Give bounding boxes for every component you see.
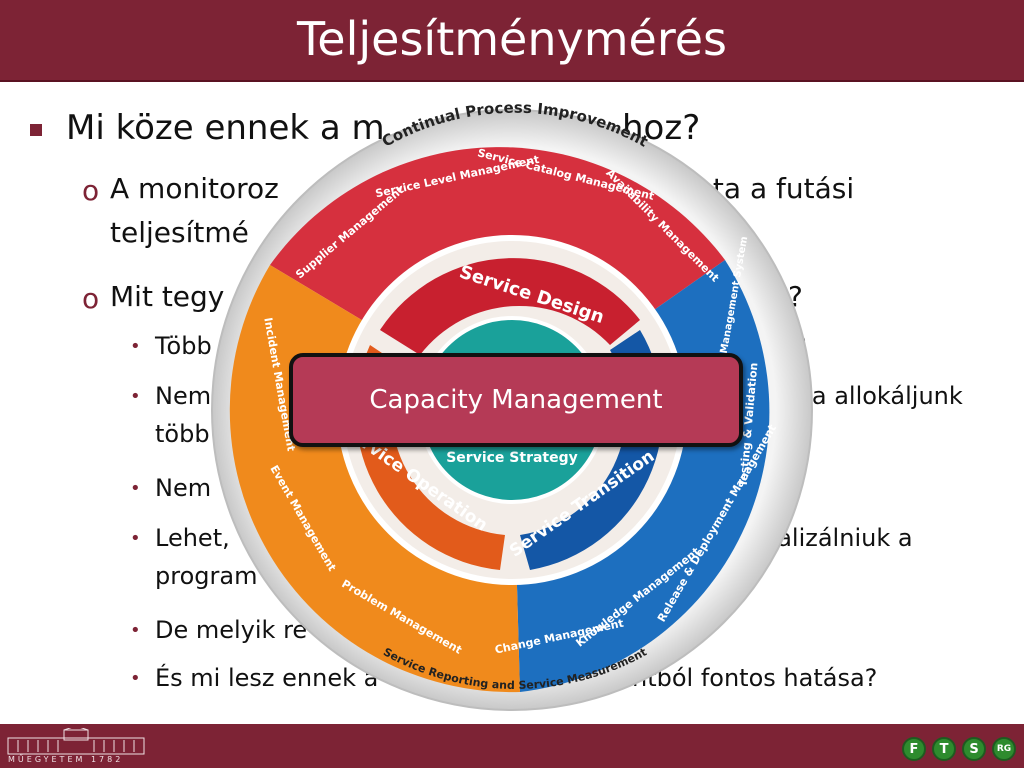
circle-bullet-icon: o [82, 282, 100, 315]
dot-bullet-icon: • [130, 620, 141, 641]
bullet-l3c: Nem [155, 474, 212, 502]
bullet-l3b-line2: több [155, 420, 210, 448]
dot-bullet-icon: • [130, 336, 141, 357]
university-name: MŰEGYETEM 1782 [8, 755, 124, 764]
bullet-l3a: Több [155, 332, 212, 360]
bullet-l3d-line2: program [155, 562, 258, 590]
bullet-l2a-line1: A monitoroz [110, 172, 279, 205]
bullet-l3b-line1: Nem [155, 382, 212, 410]
bullet-l2a-line2: teljesítmé [110, 216, 249, 249]
bullet-l3d-line1: Lehet, [155, 524, 230, 552]
logo-t-icon: T [932, 737, 956, 761]
capacity-management-callout: Capacity Management [289, 353, 743, 447]
bullet-l2b: Mit tegy [110, 280, 225, 313]
logo-f-icon: F [902, 737, 926, 761]
dot-bullet-icon: • [130, 386, 141, 407]
dot-bullet-icon: • [130, 528, 141, 549]
bullet-l3e: De melyik re [155, 616, 308, 644]
bullet-l3f-tail: ntból fontos hatása? [632, 664, 878, 692]
circle-bullet-icon: o [82, 174, 100, 207]
square-bullet-icon [30, 124, 42, 136]
university-building-logo [7, 728, 145, 755]
bullet-l1: Mi köze ennek a m [66, 108, 385, 148]
callout-text: Capacity Management [369, 385, 663, 415]
bullet-l3f: És mi lesz ennek a [155, 664, 379, 692]
service-strategy-label: Service Strategy [446, 450, 578, 466]
title-bar: Teljesítménymérés [0, 0, 1024, 82]
dot-bullet-icon: • [130, 478, 141, 499]
footer-bar: MŰEGYETEM 1782 [0, 724, 1024, 768]
service-design-arrow [380, 258, 640, 355]
logo-s-icon: S [962, 737, 986, 761]
slide-title: Teljesítménymérés [297, 12, 727, 66]
bullet-l3b-line1-tail: ra allokáljunk [802, 382, 963, 410]
dot-bullet-icon: • [130, 668, 141, 689]
logo-rg-icon: RG [992, 737, 1016, 761]
